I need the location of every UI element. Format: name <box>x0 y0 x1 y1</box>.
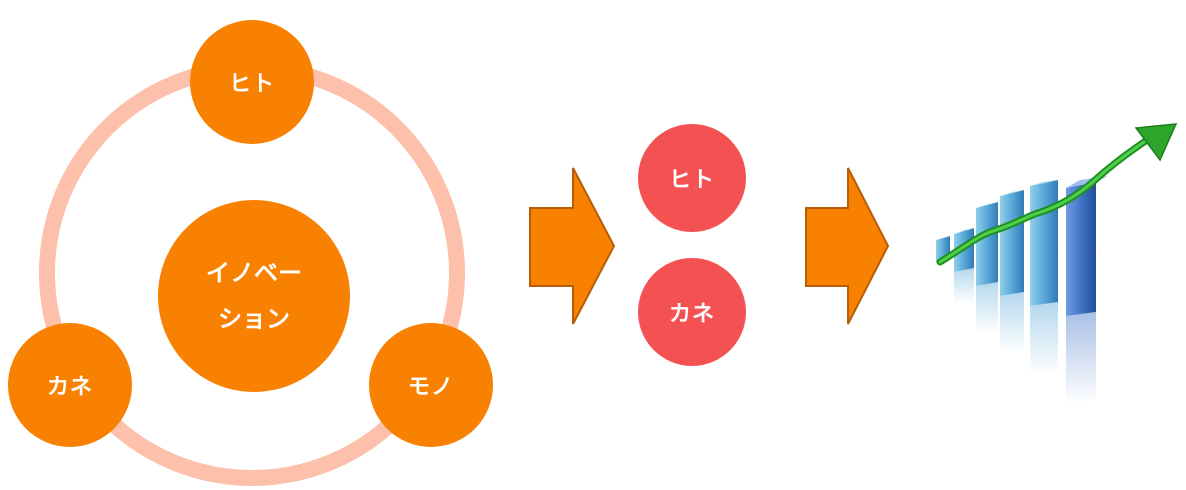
cycle-node-mono: モノ <box>369 323 493 447</box>
arrow-right-2 <box>805 167 890 325</box>
middle-node-hito-label: ヒト <box>668 168 715 193</box>
trend-arrow <box>936 123 1178 266</box>
middle-node-kane-label: カネ <box>668 302 715 327</box>
cycle-node-hito-label: ヒト <box>228 72 275 97</box>
cycle-node-kane-label: カネ <box>46 375 93 400</box>
cycle-node-kane: カネ <box>8 323 132 447</box>
cycle-center-label: イノベー ション <box>179 250 329 342</box>
cycle-node-hito: ヒト <box>190 20 314 144</box>
arrow-right-1 <box>529 167 616 325</box>
cycle-center-innovation: イノベー ション <box>158 200 350 392</box>
cycle-node-mono-label: モノ <box>407 375 454 400</box>
growth-bars-reflection <box>954 268 1096 404</box>
center-label-line1: イノベー <box>206 259 302 287</box>
center-label-line2: ション <box>218 305 290 333</box>
middle-node-hito: ヒト <box>638 124 746 232</box>
middle-node-kane: カネ <box>638 258 746 366</box>
